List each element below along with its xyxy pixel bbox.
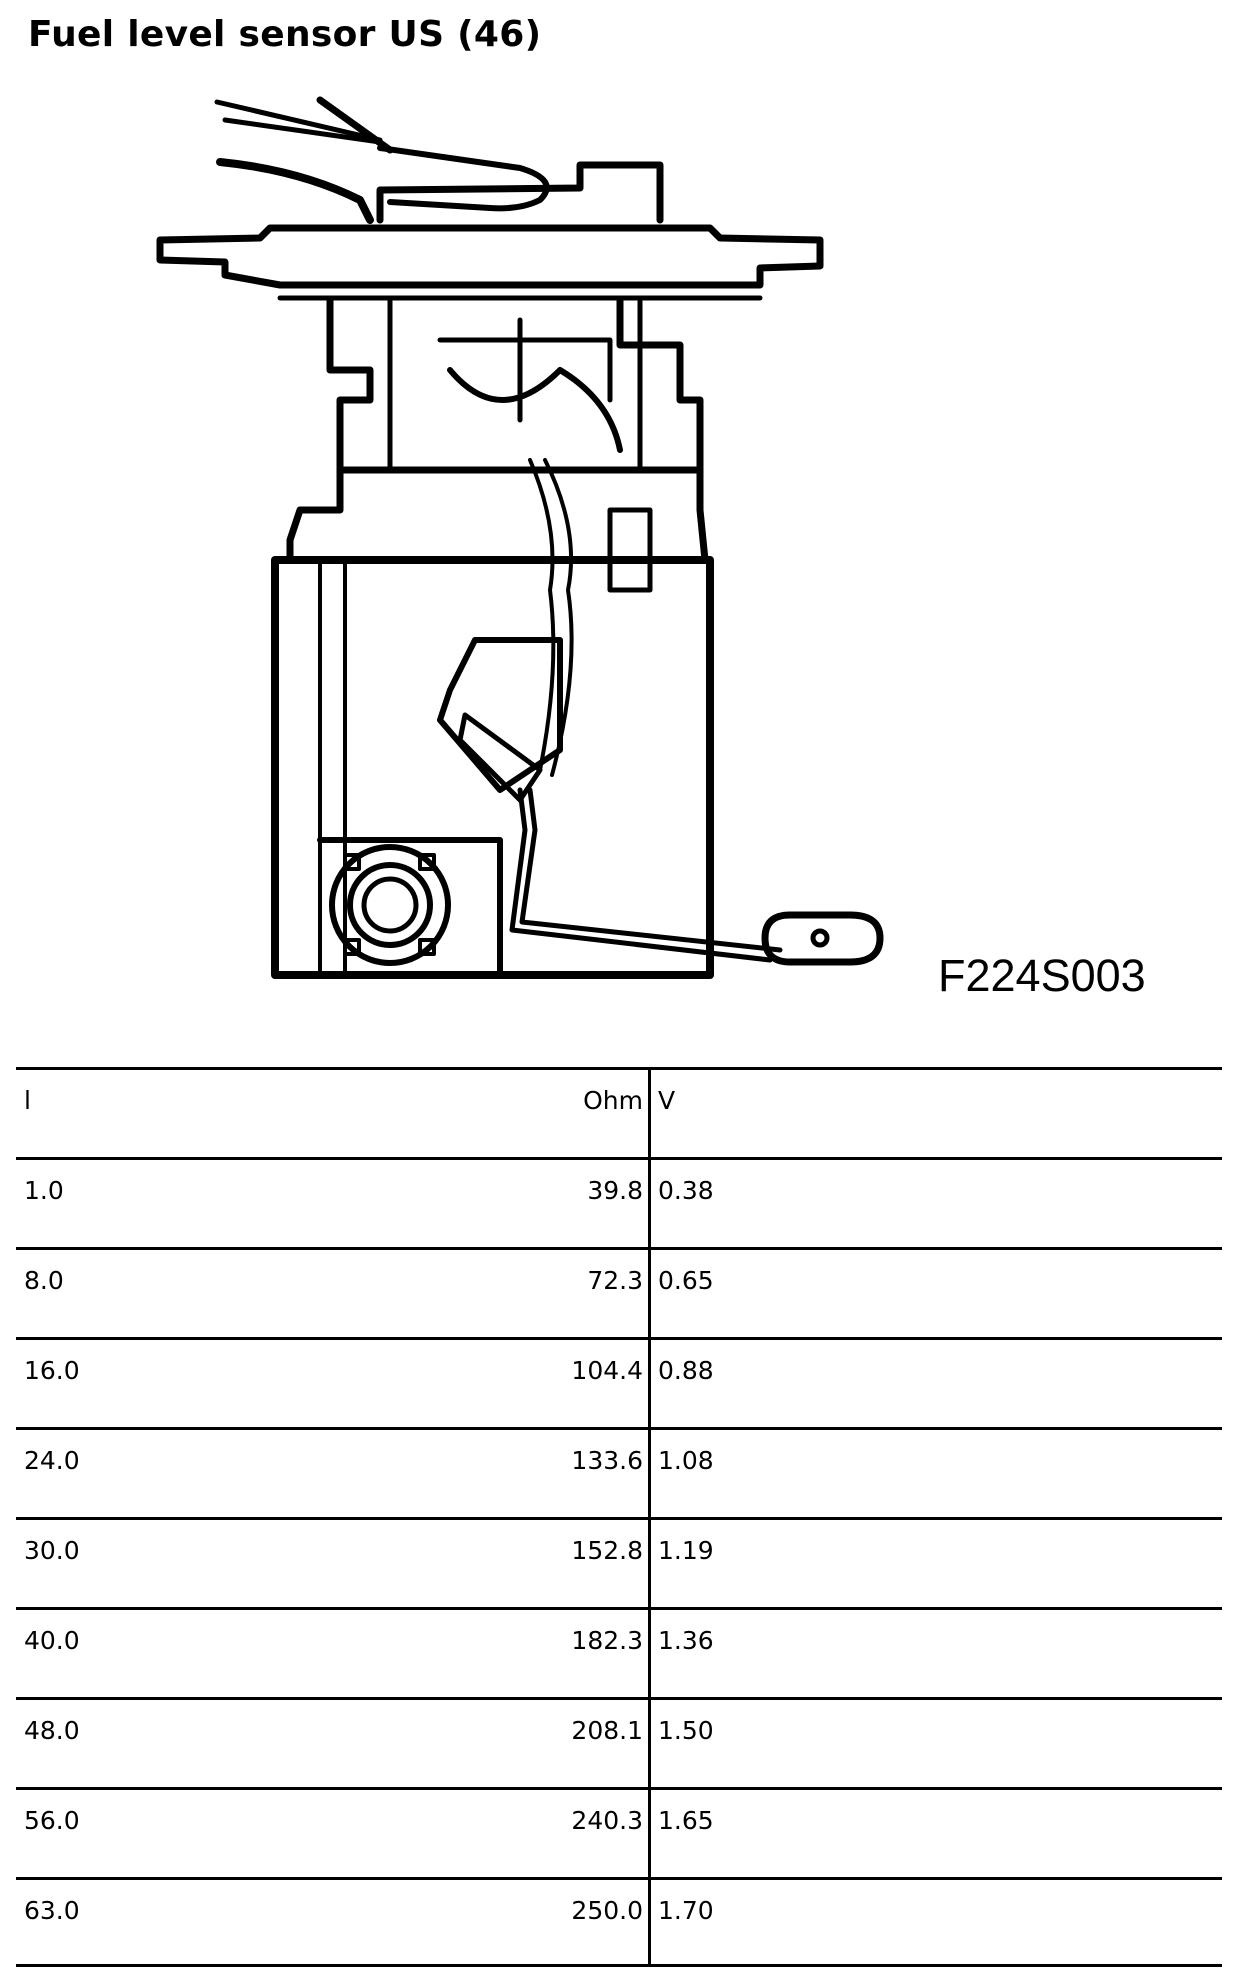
column-header-level: l <box>24 1086 31 1115</box>
level-cell: 40.0 <box>24 1626 80 1655</box>
table-row: 56.0 240.3 1.65 <box>16 1787 1222 1877</box>
volt-cell: 1.08 <box>658 1446 714 1475</box>
resistance-voltage-table: l Ohm V 1.0 39.8 0.38 8.0 72.3 0.65 16.0… <box>16 1067 1222 1967</box>
volt-cell: 1.36 <box>658 1626 714 1655</box>
table-row: 63.0 250.0 1.70 <box>16 1877 1222 1967</box>
ohm-cell: 250.0 <box>571 1896 643 1925</box>
page-title: Fuel level sensor US (46) <box>28 14 542 55</box>
table-row: 24.0 133.6 1.08 <box>16 1427 1222 1517</box>
table-row: 8.0 72.3 0.65 <box>16 1247 1222 1337</box>
table-header-row: l Ohm V <box>16 1067 1222 1157</box>
level-cell: 30.0 <box>24 1536 80 1565</box>
volt-cell: 0.65 <box>658 1266 714 1295</box>
ohm-cell: 208.1 <box>571 1716 643 1745</box>
level-cell: 56.0 <box>24 1806 80 1835</box>
table-row: 1.0 39.8 0.38 <box>16 1157 1222 1247</box>
ohm-cell: 240.3 <box>571 1806 643 1835</box>
ohm-cell: 133.6 <box>571 1446 643 1475</box>
column-header-ohm: Ohm <box>583 1086 643 1115</box>
volt-cell: 1.19 <box>658 1536 714 1565</box>
table-row: 48.0 208.1 1.50 <box>16 1697 1222 1787</box>
ohm-cell: 72.3 <box>587 1266 643 1295</box>
level-cell: 63.0 <box>24 1896 80 1925</box>
level-cell: 24.0 <box>24 1446 80 1475</box>
level-cell: 48.0 <box>24 1716 80 1745</box>
table-row: 40.0 182.3 1.36 <box>16 1607 1222 1697</box>
ohm-cell: 39.8 <box>587 1176 643 1205</box>
column-header-volt: V <box>658 1086 676 1115</box>
level-cell: 16.0 <box>24 1356 80 1385</box>
volt-cell: 1.65 <box>658 1806 714 1835</box>
ohm-cell: 152.8 <box>571 1536 643 1565</box>
level-cell: 1.0 <box>24 1176 64 1205</box>
fuel-level-sensor-illustration <box>156 96 884 979</box>
volt-cell: 0.38 <box>658 1176 714 1205</box>
volt-cell: 1.50 <box>658 1716 714 1745</box>
ohm-cell: 182.3 <box>571 1626 643 1655</box>
table-row: 30.0 152.8 1.19 <box>16 1517 1222 1607</box>
ohm-cell: 104.4 <box>571 1356 643 1385</box>
volt-cell: 1.70 <box>658 1896 714 1925</box>
figure-code-label: F224S003 <box>938 950 1146 1001</box>
volt-cell: 0.88 <box>658 1356 714 1385</box>
level-cell: 8.0 <box>24 1266 64 1295</box>
table-row: 16.0 104.4 0.88 <box>16 1337 1222 1427</box>
